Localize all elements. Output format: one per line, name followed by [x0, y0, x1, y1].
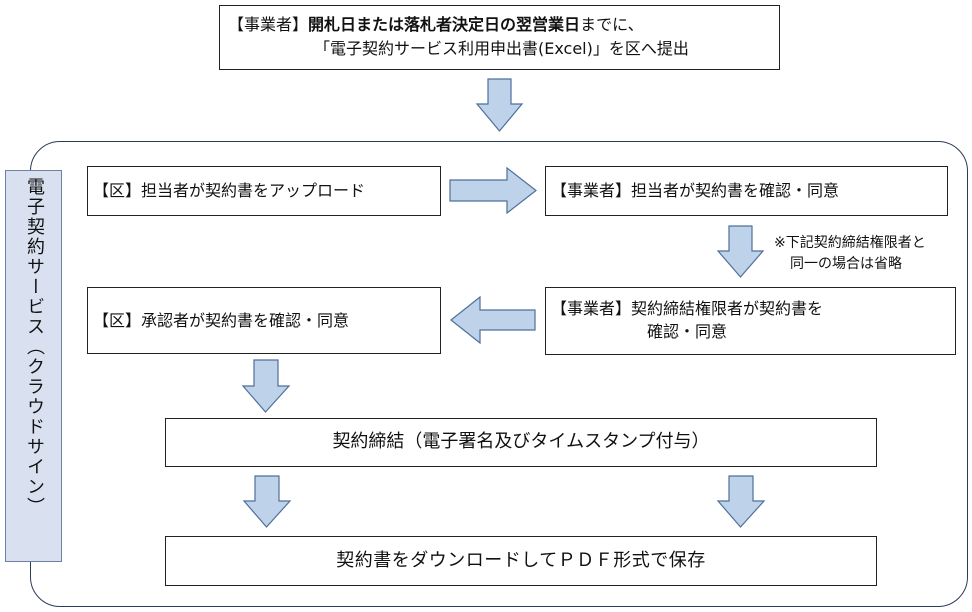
contract-conclusion-text: 契約締結（電子署名及びタイムスタンプ付与）	[332, 431, 710, 452]
bracket-close: 】	[292, 15, 309, 34]
down-arrow-bottom-left	[242, 475, 292, 528]
step-vendor-confirm-box: 【事業者】担当者が契約書を確認・同意	[545, 166, 948, 216]
down-arrow-bottom-right	[716, 475, 766, 528]
down-arrow-left	[241, 359, 291, 413]
top-instruction-line1: 【事業者】開札日または落札者決定日の翌営業日までに、	[228, 14, 644, 36]
contract-conclusion-box: 契約締結（電子署名及びタイムスタンプ付与）	[165, 418, 877, 467]
service-side-label: 電子契約サービス（クラウドサイン）	[5, 170, 62, 562]
step-vendor-authority-line1: 【事業者】契約締結権限者が契約書を	[551, 299, 824, 318]
omission-note-line1: ※下記契約締結権限者と	[774, 235, 926, 251]
step-vendor-authority-line2: 確認・同意	[647, 322, 728, 341]
left-arrow-1	[450, 295, 536, 345]
top-instruction-box: 【事業者】開札日または落札者決定日の翌営業日までに、 「電子契約サービス利用申出…	[219, 5, 780, 70]
service-side-label-text: 電子契約サービス（クラウドサイン）	[24, 177, 45, 517]
omission-note-line2: 同一の場合は省略	[790, 256, 902, 272]
download-pdf-text: 契約書をダウンロードしてＰＤＦ形式で保存	[336, 550, 706, 571]
step-vendor-authority-box: 【事業者】契約締結権限者が契約書を 確認・同意	[545, 287, 956, 355]
step-upload-text: 【区】担当者が契約書をアップロード	[93, 181, 366, 200]
top-instruction-line2: 「電子契約サービス利用申出書(Excel)」を区へ提出	[314, 39, 689, 58]
cloud-service-container	[30, 141, 968, 607]
deadline-suffix: までに、	[580, 15, 644, 34]
deadline-text: 開札日または落札者決定日の翌営業日	[308, 15, 581, 34]
actor-label: 事業者	[244, 15, 293, 34]
step-vendor-confirm-text: 【事業者】担当者が契約書を確認・同意	[551, 181, 840, 200]
right-arrow-1	[449, 166, 537, 215]
step-approver-text: 【区】承認者が契約書を確認・同意	[93, 311, 350, 330]
bracket-open: 【	[228, 15, 245, 34]
download-pdf-box: 契約書をダウンロードしてＰＤＦ形式で保存	[165, 536, 877, 586]
step-upload-box: 【区】担当者が契約書をアップロード	[87, 166, 441, 216]
down-arrow-right	[716, 225, 765, 278]
down-arrow-top	[475, 78, 524, 132]
step-approver-box: 【区】承認者が契約書を確認・同意	[87, 287, 441, 354]
